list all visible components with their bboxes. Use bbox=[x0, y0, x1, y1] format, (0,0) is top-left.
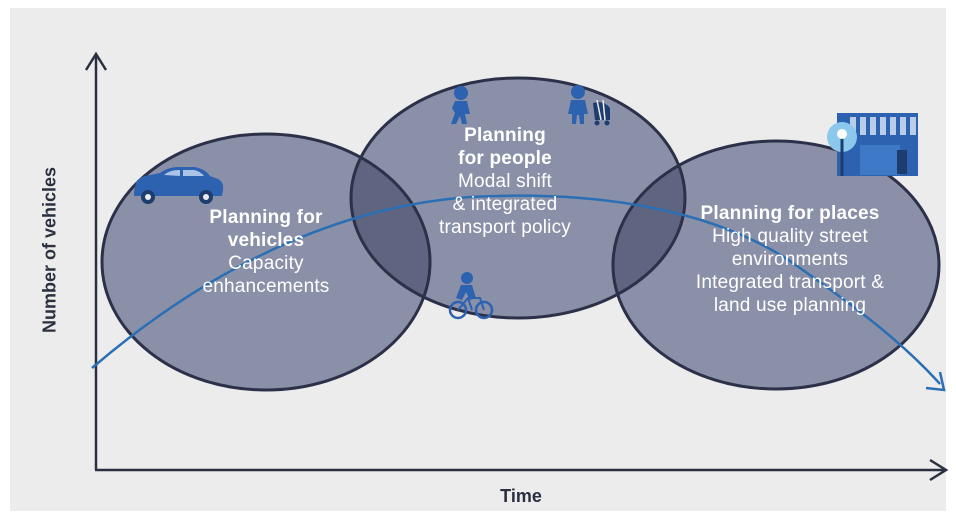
y-axis-label: Number of vehicles bbox=[39, 166, 60, 334]
vehicles-label: Planning for vehicles Capacity enhanceme… bbox=[178, 206, 354, 298]
circle-planning-for-people bbox=[351, 78, 685, 318]
pedestrian-icon bbox=[451, 86, 470, 124]
people-body-line3: transport policy bbox=[438, 217, 572, 238]
people-body-line2: & integrated bbox=[452, 194, 558, 215]
places-label: Planning for places High quality street … bbox=[654, 202, 926, 317]
people-title-line1: Planning bbox=[464, 125, 546, 146]
places-body-line3: Integrated transport & bbox=[695, 272, 885, 293]
places-body-line2: environments bbox=[731, 249, 849, 270]
y-axis-arrowhead bbox=[84, 51, 108, 71]
vehicles-title-line2: vehicles bbox=[227, 230, 305, 251]
axes bbox=[84, 51, 949, 482]
places-body-line1: High quality street bbox=[712, 226, 868, 247]
people-body-line1: Modal shift bbox=[457, 171, 553, 192]
x-axis-arrowhead bbox=[929, 458, 949, 482]
vehicles-body-line1: Capacity bbox=[228, 253, 304, 274]
vehicles-title-line1: Planning for bbox=[209, 207, 323, 228]
places-body-line4: land use planning bbox=[713, 295, 867, 316]
people-title-line2: for people bbox=[458, 148, 552, 169]
trend-curve-arrowhead bbox=[925, 371, 946, 392]
x-axis-label: Time bbox=[500, 486, 542, 506]
vehicles-body-line2: enhancements bbox=[202, 276, 330, 297]
bus-stop-building-icon bbox=[827, 113, 918, 176]
places-title-line1: Planning for places bbox=[700, 203, 880, 224]
vehicle-trend-curve bbox=[91, 194, 941, 385]
cyclist-icon bbox=[448, 272, 494, 320]
person-with-pram-icon bbox=[568, 85, 610, 126]
people-label: Planning for people Modal shift & integr… bbox=[400, 124, 610, 239]
car-icon bbox=[134, 167, 224, 204]
circle-planning-for-places bbox=[613, 141, 939, 389]
circle-planning-for-vehicles bbox=[102, 134, 430, 390]
